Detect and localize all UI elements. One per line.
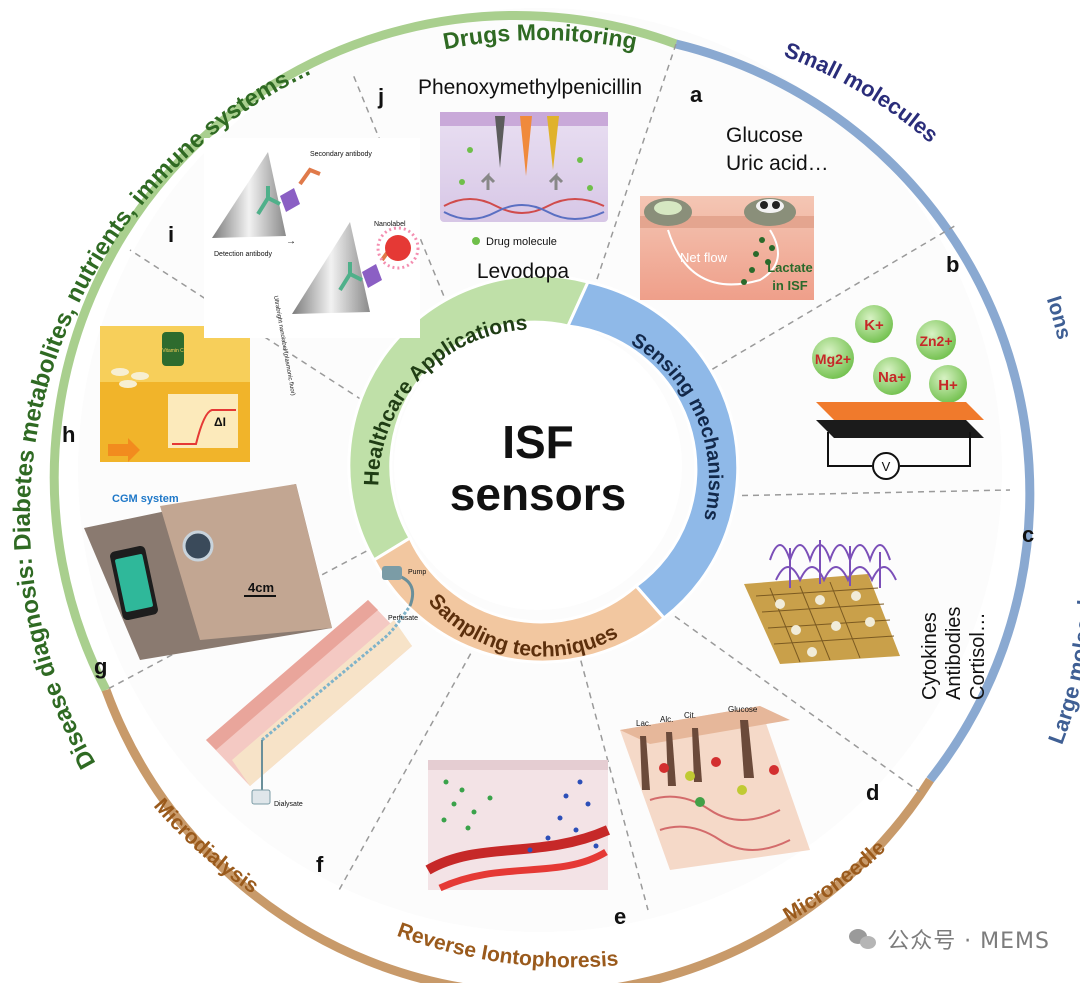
panel-letter-b: b	[946, 252, 959, 277]
microneedle-orange	[520, 116, 532, 176]
panel-dividers	[105, 43, 1011, 911]
skin-layer-graphic	[440, 112, 608, 222]
nanolabel-icon	[385, 235, 411, 261]
panel-letter-e: e	[614, 904, 626, 929]
ion-ball-mg	[812, 337, 854, 379]
panel-d: d Lac. Alc. Cit. Glucose	[620, 705, 879, 870]
panel-f: f Pump Perfusate Dialysate	[206, 566, 426, 877]
panel-letter-d: d	[866, 780, 879, 805]
panel-j: j Phenoxymethylpenicillin Drug molecule …	[377, 76, 642, 283]
sensor-plate-bottom	[816, 420, 984, 438]
panel-a-flow: Net flow	[680, 250, 728, 265]
ion-label-zn: Zn2+	[919, 333, 952, 349]
panel-h-bottle: Vitamin C	[162, 348, 184, 354]
wechat-icon	[849, 927, 879, 951]
panel-a-line2: Uric acid…	[726, 152, 829, 175]
vitamin-bottle-icon	[162, 332, 184, 366]
circuit-wire	[827, 432, 971, 467]
cgm-sensor-icon	[182, 530, 214, 562]
panel-a-line1: Glucose	[726, 124, 803, 147]
panel-g: g CGM system 4cm	[84, 484, 332, 679]
cone-left	[212, 152, 286, 238]
panel-d-tag-alc: Alc.	[660, 715, 673, 724]
ion-ball-zn	[916, 320, 956, 360]
ion-ball-k	[855, 305, 893, 343]
inner-segment-healthcare	[347, 274, 591, 563]
panel-letter-c: c	[1022, 522, 1034, 547]
center-title-sensors: sensors	[450, 468, 626, 520]
center-disc	[394, 322, 682, 610]
panel-j-bottom: Levodopa	[477, 260, 570, 283]
panel-letter-a: a	[690, 82, 703, 107]
center-title-isf: ISF	[502, 416, 574, 468]
panel-a-lactate-1: Lactate	[767, 260, 813, 275]
panel-letter-f: f	[316, 852, 324, 877]
ion-label-mg: Mg2+	[815, 351, 851, 367]
pump-icon	[382, 566, 402, 580]
microneedle-grey	[495, 116, 505, 168]
graphene-sheet	[744, 574, 900, 664]
panel-b: b K+ Zn2+ Mg2+ Na+ H+ V	[812, 252, 984, 480]
panel-f-dialysate: Dialysate	[274, 801, 303, 808]
panel-d-tag-lac: Lac.	[636, 719, 651, 728]
panel-letter-h: h	[62, 422, 75, 447]
panel-c-line1: Cytokines	[919, 612, 941, 700]
panel-c-line2: Antibodies	[943, 607, 965, 700]
panel-c-line3: Cortisol…	[967, 612, 989, 700]
ion-ball-na	[873, 357, 911, 395]
blood-vessel	[425, 825, 611, 875]
antibody-chains	[769, 540, 897, 588]
watermark-text: 公众号 · MEMS	[887, 929, 1050, 954]
dialysate-vial	[251, 789, 271, 805]
panel-d-tag-cit: Cit.	[684, 711, 696, 720]
panel-i-label-secondary: Secondary antibody	[310, 151, 372, 158]
panel-j-legend: Drug molecule	[486, 236, 557, 248]
panel-d-tag-glucose: Glucose	[728, 705, 758, 714]
probe-line	[261, 605, 412, 742]
inner-segment-sampling	[372, 535, 667, 664]
watermark: 公众号 · MEMS	[849, 923, 1050, 955]
ion-label-h: H+	[938, 377, 958, 394]
panel-i-label-nanolabel: Nanolabel	[374, 221, 406, 228]
panel-f-pump: Pump	[408, 569, 426, 576]
outer-arc-healthcare	[49, 10, 678, 693]
panel-c-labels: Cytokines Antibodies Cortisol…	[919, 607, 989, 700]
panel-letter-j: j	[377, 84, 384, 109]
panel-g-scale: 4cm	[248, 580, 274, 595]
panel-j-title: Phenoxymethylpenicillin	[418, 76, 642, 99]
ion-ball-h	[929, 365, 967, 403]
vessel-line	[443, 198, 605, 214]
voltmeter-label: V	[882, 459, 891, 474]
microneedle-yellow	[547, 116, 559, 170]
cone-right	[292, 222, 370, 314]
ion-label-na: Na+	[878, 369, 906, 386]
ion-label-k: K+	[864, 317, 884, 334]
panel-letter-g: g	[94, 654, 107, 679]
panel-a: a Glucose Uric acid… Net flow Lactate in…	[640, 82, 829, 300]
arrow-icon	[108, 438, 140, 462]
outer-arc-sensing	[674, 39, 1035, 783]
panel-h-delta: ΔI	[214, 415, 226, 429]
panel-h: h Vitamin C ΔI	[62, 326, 250, 462]
panel-i-label-detection: Detection antibody	[214, 251, 272, 258]
net-flow-arrow	[667, 229, 779, 286]
panel-i-arrow-icon: →	[286, 236, 296, 247]
sensor-plate-top	[816, 402, 984, 420]
inner-ring	[347, 274, 740, 664]
drug-molecule-icon	[472, 237, 480, 245]
panel-a-lactate-2: in ISF	[772, 278, 807, 293]
voltmeter-icon	[872, 452, 900, 480]
outer-arc-sampling	[101, 688, 934, 983]
panel-g-cgm: CGM system	[112, 493, 179, 505]
vessel-line-2	[443, 204, 605, 220]
panel-letter-i: i	[168, 222, 174, 247]
panel-f-perfusate: Perfusate	[388, 615, 418, 622]
panel-e: e	[425, 760, 626, 929]
panel-c: c Cytokines Antibodies Cortisol…	[744, 522, 1034, 700]
